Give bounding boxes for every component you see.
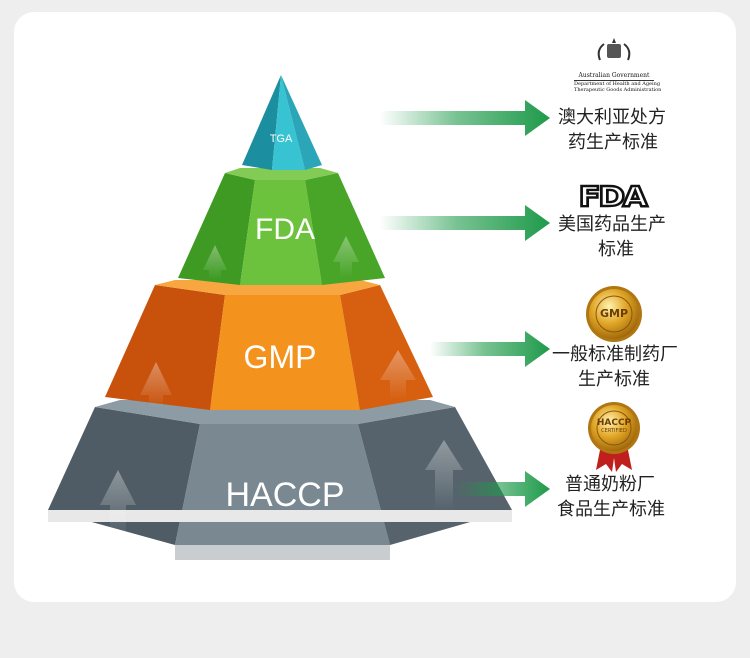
desc-fda-line1: 美国药品生产: [558, 214, 666, 235]
desc-fda-line2: 标准: [598, 239, 634, 260]
desc-haccp: 普通奶粉厂 食品生产标准: [557, 472, 665, 522]
arrow-fda: [380, 205, 550, 241]
tga-logo-line3: Therapeutic Goods Administration: [574, 87, 662, 93]
tier-label-tga: TGA: [269, 133, 293, 145]
tier-haccp: [48, 400, 512, 560]
fda-logo: FDA: [577, 179, 649, 214]
arrow-tga: [380, 100, 550, 136]
gmp-seal-icon: [586, 286, 642, 342]
tier-tga: [242, 75, 322, 170]
desc-tga-line2: 药生产标准: [568, 132, 658, 153]
desc-gmp-line1: 一般标准制药厂: [552, 344, 678, 365]
desc-gmp-line2: 生产标准: [578, 369, 650, 390]
tga-logo: Australian Government Department of Heal…: [574, 44, 662, 93]
arrow-gmp: [430, 331, 550, 367]
haccp-seal-text: HACCP CERTIFIED: [594, 418, 634, 434]
desc-tga-line1: 澳大利亚处方: [558, 107, 666, 128]
haccp-seal-sub: CERTIFIED: [601, 428, 627, 434]
haccp-seal-icon: [588, 402, 640, 472]
haccp-seal-main: HACCP: [596, 418, 632, 428]
australian-crest-icon: [597, 38, 631, 61]
desc-fda: 美国药品生产 标准: [558, 212, 666, 262]
gmp-seal-text: GMP: [599, 307, 629, 320]
desc-gmp: 一般标准制药厂 生产标准: [552, 342, 678, 392]
arrow-haccp: [455, 471, 550, 507]
tier-label-gmp: GMP: [243, 339, 317, 375]
desc-tga: 澳大利亚处方 药生产标准: [558, 105, 666, 155]
tga-logo-line1: Australian Government: [574, 72, 654, 81]
tier-label-haccp: HACCP: [225, 476, 345, 514]
tga-logo-line2: Department of Health and Ageing: [574, 81, 661, 87]
tier-label-fda: FDA: [255, 213, 315, 246]
desc-haccp-line1: 普通奶粉厂: [565, 474, 655, 495]
desc-haccp-line2: 食品生产标准: [557, 499, 665, 520]
tier-fda: [178, 168, 385, 285]
